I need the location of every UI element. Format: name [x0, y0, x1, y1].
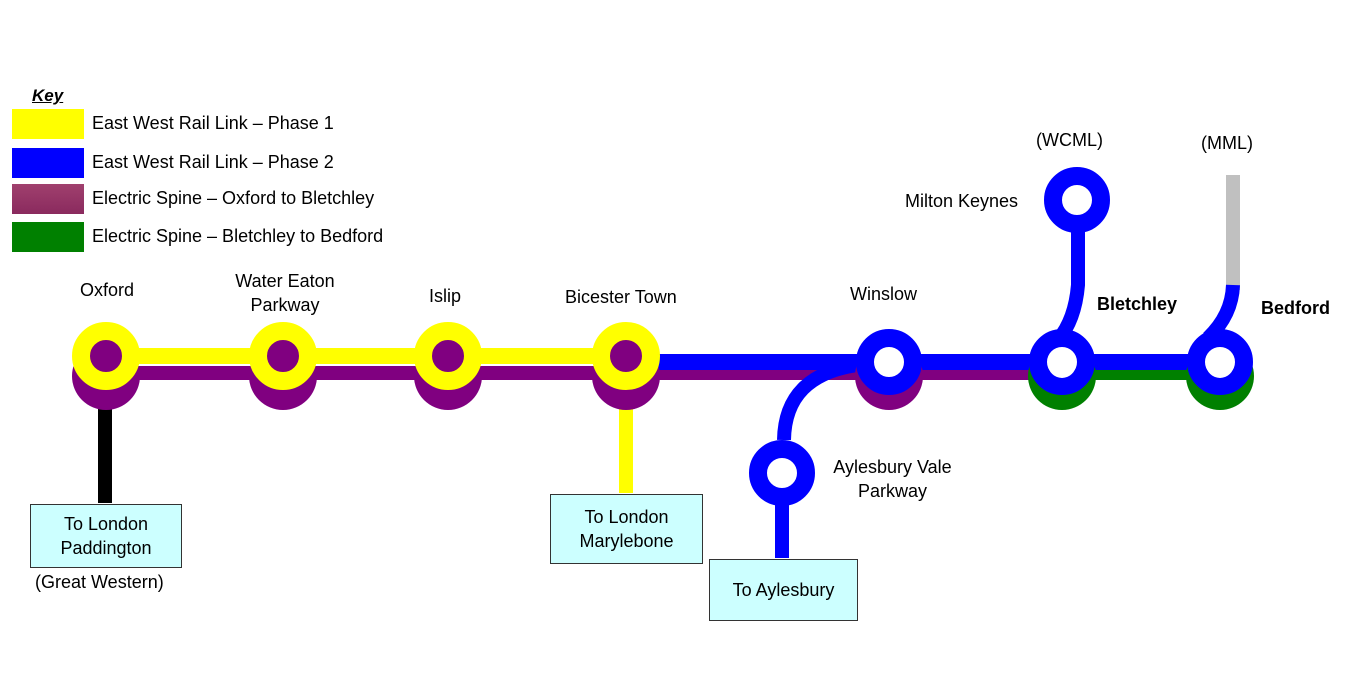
key-item-spine-oxford-bletchley: Electric Spine – Oxford to Bletchley: [12, 184, 432, 214]
station-label-aylesbury-vale: Aylesbury Vale Parkway: [820, 455, 965, 503]
key-label: East West Rail Link – Phase 1: [92, 113, 334, 133]
station-label-milton-keynes: Milton Keynes: [905, 191, 1019, 211]
islip-station-ring: [414, 322, 482, 390]
station-label-water-eaton: Water Eaton Parkway: [220, 269, 350, 317]
oxford-station-ring: [72, 322, 140, 390]
station-label-bicester-town: Bicester Town: [565, 287, 677, 307]
key-label: Electric Spine – Oxford to Bletchley: [92, 188, 375, 208]
water-eaton-station-ring: [249, 322, 317, 390]
key-item-phase1: East West Rail Link – Phase 1: [12, 109, 432, 139]
key-label: Electric Spine – Bletchley to Bedford: [92, 226, 384, 246]
bedford-inner-white: [1206, 350, 1234, 378]
spine-oxford-bletchley-swatch: [12, 184, 84, 214]
station-label-islip: Islip: [429, 286, 462, 306]
station-label-line: Water Eaton: [235, 271, 335, 291]
phase1-swatch: [12, 109, 84, 139]
key-label: East West Rail Link – Phase 2: [92, 152, 334, 172]
bletchley-inner-white: [1048, 350, 1076, 378]
station-label-line: Aylesbury Vale: [833, 457, 952, 477]
station-label-oxford: Oxford: [80, 280, 135, 300]
destination-line: Paddington: [60, 538, 152, 558]
station-label-bletchley: Bletchley: [1097, 294, 1178, 314]
line-label-wcml: (WCML): [1036, 130, 1103, 150]
milton-keynes-station-ring: [1044, 167, 1110, 233]
aylesbury-curve: [777, 358, 860, 441]
winslow-station-ring: [856, 329, 922, 395]
spine-bletchley-bedford-swatch: [12, 222, 84, 252]
station-label-line: Parkway: [250, 295, 320, 315]
bicester-station-ring: [592, 322, 660, 390]
destination-box-marylebone: To London Marylebone: [550, 494, 703, 564]
destination-line: Marylebone: [579, 531, 674, 551]
station-label-winslow: Winslow: [850, 284, 918, 304]
map-key: Key East West Rail Link – Phase 1 East W…: [12, 86, 432, 256]
station-label-bedford: Bedford: [1261, 298, 1330, 318]
destination-line: To London: [63, 514, 149, 534]
key-item-spine-bletchley-bedford: Electric Spine – Bletchley to Bedford: [12, 222, 432, 252]
aylesbury-vale-station-ring: [749, 440, 815, 506]
phase2-swatch: [12, 148, 84, 178]
destination-line: To London: [584, 507, 669, 527]
line-label-mml: (MML): [1201, 133, 1253, 153]
station-label-line: Parkway: [857, 481, 928, 501]
key-title: Key: [32, 86, 64, 105]
line-label-great-western: (Great Western): [35, 572, 164, 592]
milton-keynes-curve: [1052, 230, 1085, 345]
key-item-phase2: East West Rail Link – Phase 2: [12, 148, 432, 178]
destination-line: To Aylesbury: [732, 580, 835, 600]
destination-box-aylesbury: To Aylesbury: [709, 559, 858, 621]
destination-box-paddington: To London Paddington: [30, 504, 182, 568]
